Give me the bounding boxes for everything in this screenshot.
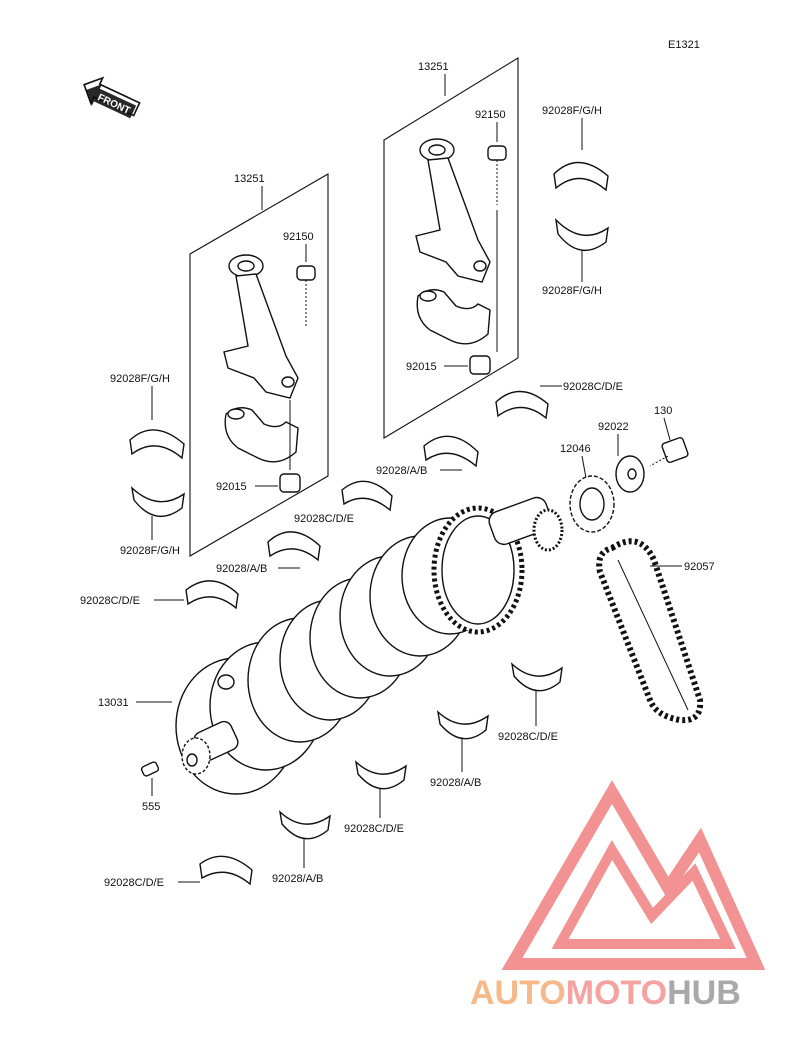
label-nut-left: 92015 (216, 481, 247, 493)
bearing-shell-fgh-left-a (129, 429, 185, 460)
label-bearing-cde-4: 92028C/D/E (498, 731, 558, 743)
watermark-text: AUTOMOTOHUB (470, 974, 741, 1012)
label-bearing-ab-3: 92028/A/B (430, 777, 481, 789)
label-bearing-ab-4: 92028/A/B (272, 873, 323, 885)
bearing-shell-cde-5 (354, 760, 407, 790)
watermark-logo (501, 780, 766, 970)
crank-bolt-130 (649, 436, 689, 467)
bearing-shell-ab-4 (278, 810, 331, 840)
bearing-shell-fgh-left-b (130, 486, 185, 517)
diagram-code: E1321 (668, 39, 700, 51)
bearing-shell-cde-1 (495, 390, 549, 420)
conrod-bolt-right (487, 145, 507, 205)
connecting-rod-left (223, 254, 299, 463)
timing-sprocket (569, 475, 615, 533)
connecting-rod-right (415, 138, 491, 345)
label-bearing-cde-6: 92028C/D/E (104, 877, 164, 889)
label-conrod-right: 13251 (418, 61, 449, 73)
label-bearing-cde-5: 92028C/D/E (344, 823, 404, 835)
label-pin: 555 (142, 801, 160, 813)
conrod-bolt-left (296, 265, 316, 326)
label-bearing-fgh-left-b: 92028F/G/H (120, 545, 180, 557)
label-sprocket: 12046 (560, 443, 591, 455)
bearing-shell-cde-4 (510, 662, 563, 692)
label-bolt-left: 92150 (283, 231, 314, 243)
bearing-shell-cde-6 (199, 855, 253, 886)
timing-chain (596, 538, 704, 724)
bearing-shell-fgh-top-a (553, 161, 609, 192)
bearing-shell-cde-2 (341, 480, 393, 512)
front-arrow-icon: FRONT (83, 76, 141, 119)
conrod-nut-left (279, 473, 301, 493)
watermark-moto: MOTO (566, 974, 667, 1012)
bearing-shell-ab-3 (436, 710, 489, 740)
bearing-shell-fgh-top-b (555, 218, 609, 251)
watermark-auto: AUTO (470, 974, 566, 1012)
washer-part (615, 455, 645, 493)
label-bearing-cde-3: 92028C/D/E (80, 595, 140, 607)
label-bearing-fgh-left-a: 92028F/G/H (110, 373, 170, 385)
watermark-hub: HUB (667, 974, 741, 1012)
label-conrod-left: 13251 (234, 173, 265, 185)
conrod-group-left: 13251 92150 92015 (189, 173, 329, 557)
label-bolt-right: 92150 (475, 109, 506, 121)
bearing-shell-ab-2 (267, 531, 321, 562)
conrod-group-right: 13251 92150 92015 (383, 57, 519, 439)
label-bolt-130: 130 (654, 405, 672, 417)
label-bearing-ab-1: 92028/A/B (376, 465, 427, 477)
dowel-pin (140, 761, 160, 777)
label-bearing-cde-2: 92028C/D/E (294, 513, 354, 525)
crankshaft (175, 496, 564, 795)
conrod-nut-right (469, 355, 491, 375)
label-bearing-cde-1: 92028C/D/E (563, 381, 623, 393)
label-washer: 92022 (598, 421, 629, 433)
label-nut-right: 92015 (406, 361, 437, 373)
label-bearing-ab-2: 92028/A/B (216, 563, 267, 575)
label-bearing-fgh-top-a: 92028F/G/H (542, 105, 602, 117)
label-bearing-fgh-top-b: 92028F/G/H (542, 285, 602, 297)
label-chain: 92057 (684, 561, 715, 573)
label-crankshaft: 13031 (98, 697, 129, 709)
bearing-shell-ab-1 (423, 435, 479, 468)
bearing-shell-cde-3 (185, 580, 239, 610)
